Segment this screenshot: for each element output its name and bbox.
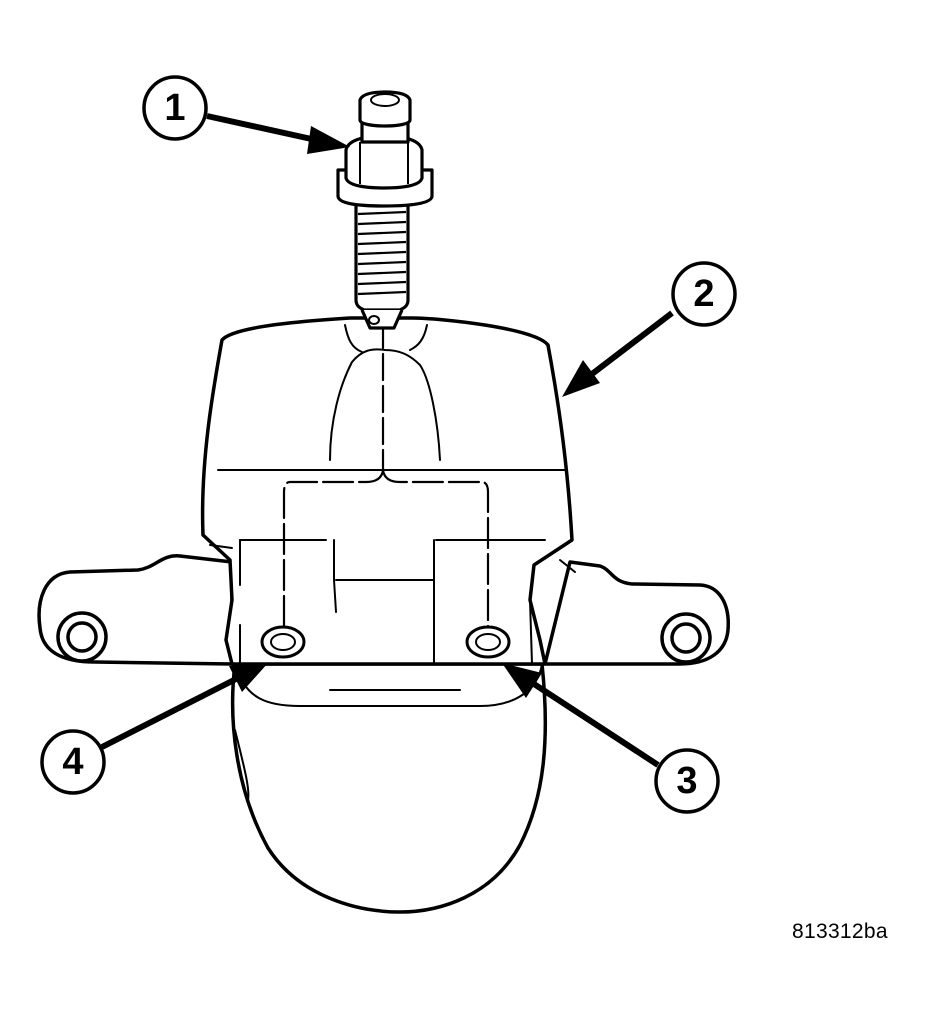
callout-1-number: 1 xyxy=(164,87,185,129)
arrow-2 xyxy=(562,310,674,397)
callouts: 1 2 3 4 xyxy=(40,75,737,814)
arrow-4 xyxy=(100,663,268,750)
fluid-passages xyxy=(282,320,490,642)
figure-id: 813312ba xyxy=(792,920,888,943)
right-mounting-hole xyxy=(660,612,712,664)
left-mounting-hole xyxy=(56,611,108,663)
callout-3-number: 3 xyxy=(676,760,697,802)
right-passage xyxy=(381,468,490,642)
callout-arrows xyxy=(100,113,674,768)
body-contour-lines xyxy=(209,324,576,801)
fluid-ports xyxy=(260,625,511,659)
caliper-housing xyxy=(37,316,730,914)
callout-2: 2 xyxy=(671,261,737,327)
outer-passage-port xyxy=(260,625,306,659)
mounting-holes xyxy=(56,611,712,664)
callout-3: 3 xyxy=(654,748,720,814)
bleeder-screw xyxy=(336,90,434,330)
callout-4-number: 4 xyxy=(62,741,83,783)
left-passage xyxy=(282,468,385,642)
callout-1: 1 xyxy=(142,75,208,141)
callout-2-number: 2 xyxy=(693,273,714,315)
callout-4: 4 xyxy=(40,729,106,795)
arrow-3 xyxy=(502,663,660,768)
piston-housing xyxy=(230,662,548,914)
inner-passage-port xyxy=(465,625,511,659)
arrow-1 xyxy=(206,113,350,154)
caliper-body xyxy=(200,316,574,666)
